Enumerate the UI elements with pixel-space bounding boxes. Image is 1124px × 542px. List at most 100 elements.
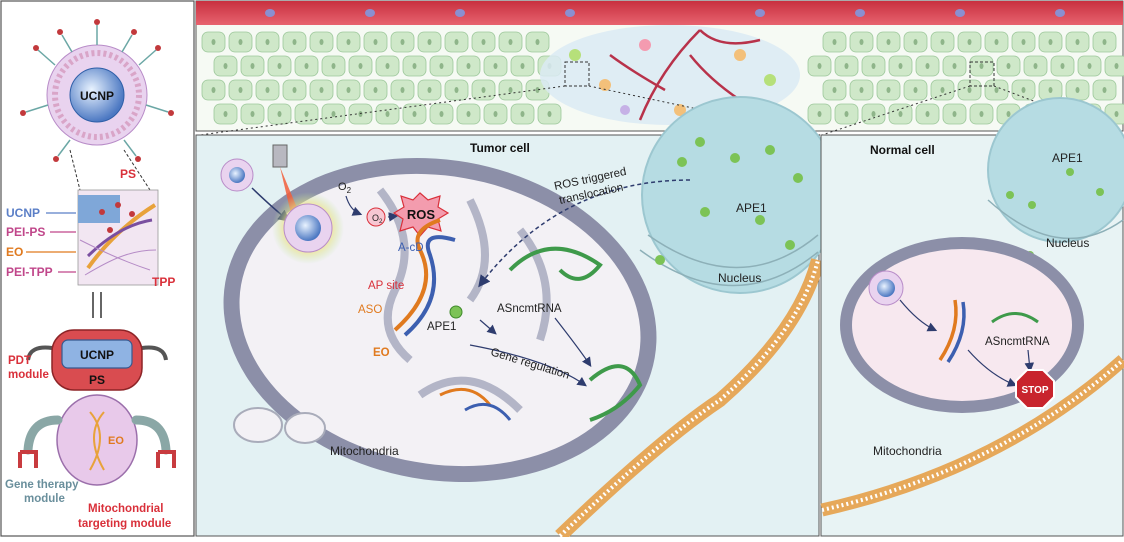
normal-nucleus (987, 97, 1124, 243)
tissue-cell-nucleus (331, 111, 336, 117)
o2-arrow (345, 195, 363, 216)
tissue-cell-nucleus (304, 63, 309, 69)
tpp-heads (20, 19, 174, 162)
ucnp-side-label: UCNP (6, 206, 40, 220)
tissue-cell-nucleus (520, 63, 525, 69)
tissue-cell-nucleus (967, 39, 972, 45)
eo-strand (393, 218, 441, 332)
robot-antenna-left (26, 345, 53, 361)
tissue-cell-nucleus (481, 39, 486, 45)
tissue-cell-nucleus (385, 111, 390, 117)
tissue-cell-nucleus (520, 111, 525, 117)
robot-arm-right (131, 415, 171, 455)
tissue-cell-nucleus (358, 111, 363, 117)
normal-ape1-label: APE1 (1052, 151, 1083, 165)
tissue-cell-nucleus (439, 111, 444, 117)
tissue-cell-nucleus (886, 87, 891, 93)
normal-eo-strand (938, 299, 958, 361)
translocation-arrow (478, 179, 691, 288)
tissue-cell-nucleus (832, 39, 837, 45)
tissue-cell-nucleus (1075, 87, 1080, 93)
tissue-cell-nucleus (331, 63, 336, 69)
cleaved-fragment-1 (439, 387, 492, 406)
tissue-cell-nucleus (439, 63, 444, 69)
plasma-membrane-pattern (558, 259, 820, 538)
incoming-nanoparticle-core (229, 167, 245, 183)
tissue-cell-nucleus (466, 63, 471, 69)
tissue-cell-nucleus (346, 39, 351, 45)
tissue-cell-nucleus (373, 39, 378, 45)
tissue-cell-nucleus (319, 39, 324, 45)
normal-er-1 (987, 199, 1124, 240)
tissue-cell-nucleus (1060, 63, 1065, 69)
tissue-cell-nucleus (427, 87, 432, 93)
normal-zoom-lines (821, 85, 1124, 136)
tissue-cell-nucleus (223, 111, 228, 117)
tissue-cell-nucleus (967, 87, 972, 93)
pdt-module-line2: module (8, 369, 49, 381)
tissue-cell-nucleus (1006, 111, 1011, 117)
zoom-inset (69, 149, 159, 286)
tumor-nucleus-label: Nucleus (718, 271, 761, 285)
tissue-cell-nucleus (319, 87, 324, 93)
er-membrane-2 (639, 249, 819, 287)
normal-arrow-3 (1024, 349, 1035, 373)
tissue-cell-nucleus (817, 111, 822, 117)
tumor-mitochondria-label: Mitochondria (330, 444, 399, 458)
tissue-cell-nucleus (250, 63, 255, 69)
tpp-ligands (25, 25, 169, 157)
mito-nanoparticle-core (295, 215, 321, 241)
tissue-cell-nucleus (547, 111, 552, 117)
binding-arrow (554, 317, 592, 367)
tissue-cell-nucleus (1114, 63, 1119, 69)
tissue-cell-nucleus (1033, 63, 1038, 69)
ape1-enzyme (449, 305, 463, 319)
tissue-cell-nucleus (211, 87, 216, 93)
tissue-cell-nucleus (1048, 87, 1053, 93)
robot-ucnp-label: UCNP (80, 348, 114, 362)
normal-arrow-1 (899, 299, 938, 332)
tumor-vasculature (609, 29, 761, 121)
er-membrane-1 (647, 234, 819, 269)
normal-arrow-2 (967, 349, 1018, 387)
tissue-cell-nucleus (412, 111, 417, 117)
gene-module-line2: module (24, 493, 65, 505)
ape1-arrow (479, 319, 497, 335)
tissue-cell-nucleus (1021, 87, 1026, 93)
tissue-cell-nucleus (925, 63, 930, 69)
tissue-cell-nucleus (400, 39, 405, 45)
inset-dna-strand (86, 218, 153, 258)
inset-ps-dots (99, 202, 135, 233)
tissue-cell-nucleus (211, 39, 216, 45)
tissue-cell-nucleus (385, 63, 390, 69)
tissue-cell-nucleus (454, 39, 459, 45)
tissue-cell-nucleus (508, 39, 513, 45)
tissue-cell-nucleus (1114, 111, 1119, 117)
robot-arm-left (23, 415, 63, 455)
tissue-cell-nucleus (898, 63, 903, 69)
tissue-cell-nucleus (925, 111, 930, 117)
tissue-cell-nucleus (1102, 87, 1107, 93)
normal-asncmtrna-label: ASncmtRNA (985, 336, 1050, 348)
ap-site-label: AP site (368, 280, 404, 292)
robot-ps-label: PS (89, 373, 105, 387)
ps-label: PS (120, 167, 136, 181)
equivalence-lines (92, 292, 102, 318)
tissue-cell-nucleus (1048, 39, 1053, 45)
cleaved-fragment-2 (464, 402, 512, 421)
tissue-cell-nucleus (994, 39, 999, 45)
normal-mitochondria-label: Mitochondria (873, 444, 942, 458)
robot-body (56, 394, 138, 486)
tissue-cell-nucleus (994, 87, 999, 93)
tissue-cell-nucleus (238, 39, 243, 45)
tumor-mitochondrion-inner (239, 173, 641, 467)
tissue-cell-nucleus (979, 63, 984, 69)
normal-rna (991, 312, 1039, 324)
ros-arrow (387, 212, 399, 222)
tumor-eo-label: EO (373, 347, 390, 359)
tissue-cell-nucleus (1087, 63, 1092, 69)
small-mito-2 (284, 412, 326, 444)
singlet-o2-label: O2 (372, 213, 383, 225)
